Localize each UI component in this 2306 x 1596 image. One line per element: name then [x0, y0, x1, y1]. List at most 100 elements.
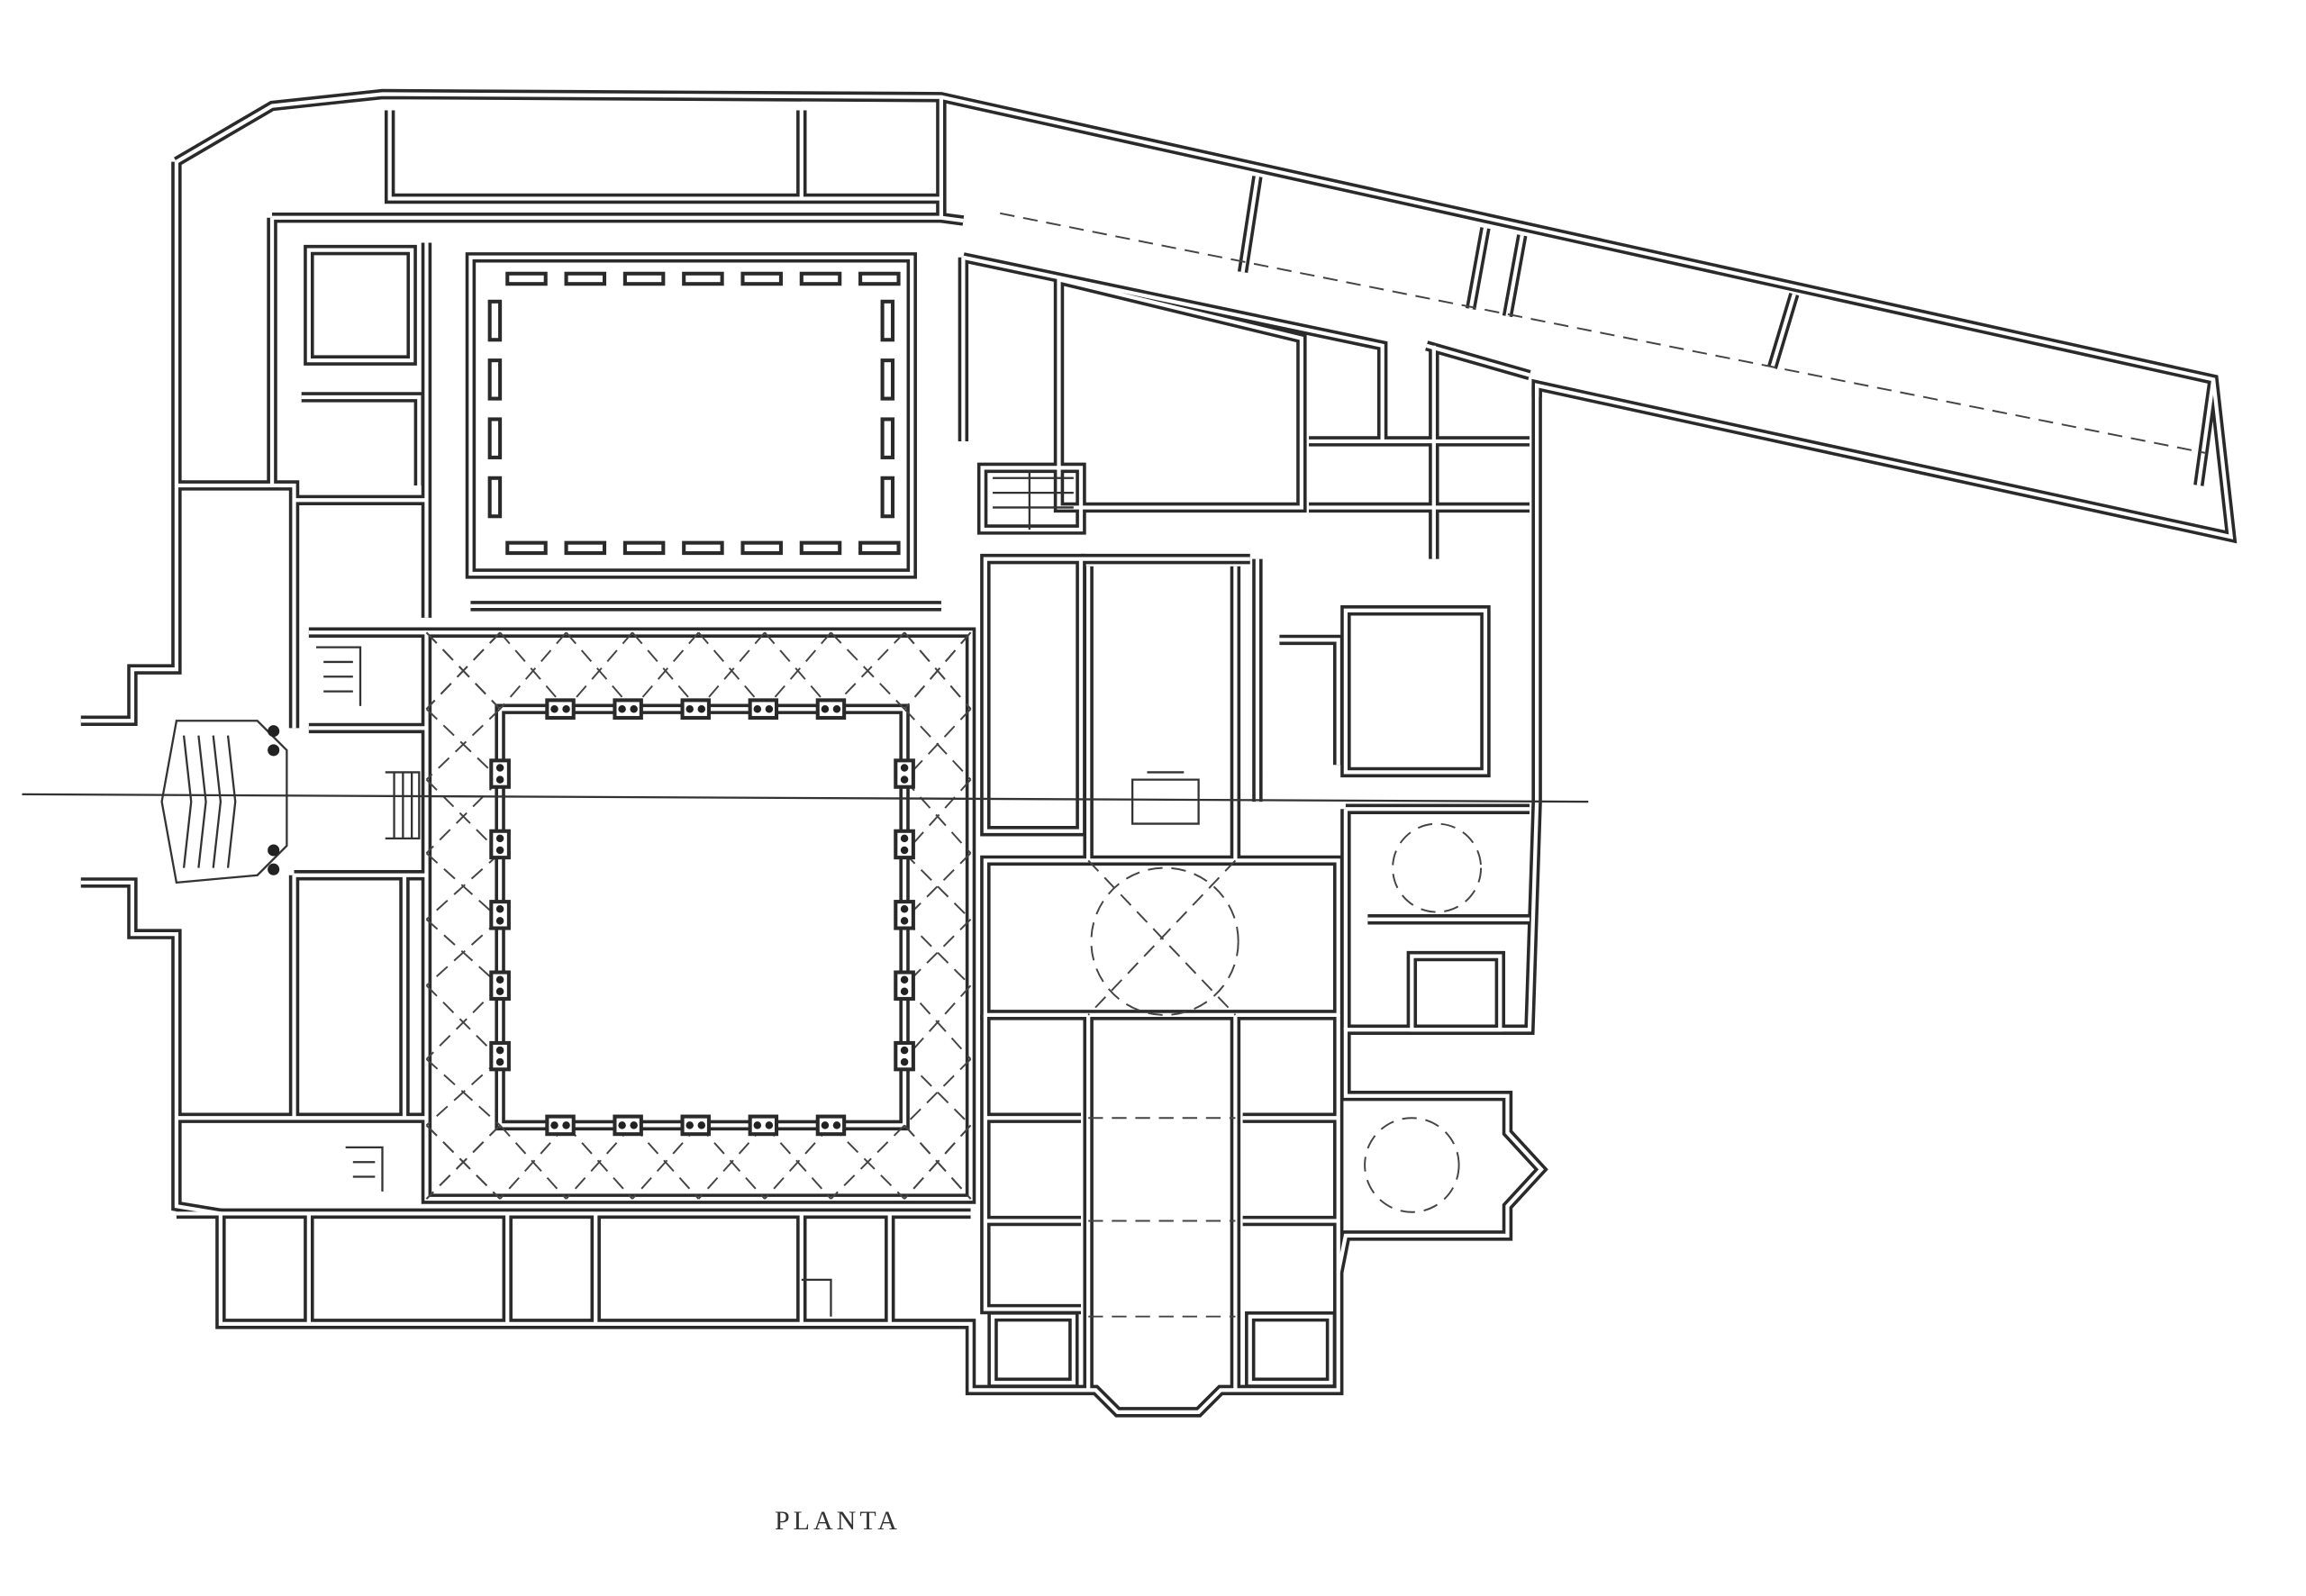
- column-pier: [680, 1114, 711, 1137]
- column: [685, 1121, 694, 1129]
- column: [900, 834, 909, 843]
- column: [495, 764, 504, 772]
- north-range-walls: [272, 96, 965, 226]
- column: [685, 704, 694, 713]
- column: [495, 846, 504, 855]
- courtyard-pier: [880, 476, 895, 519]
- column-pier: [894, 829, 915, 860]
- courtyard-pier: [858, 271, 901, 286]
- column: [495, 1046, 504, 1055]
- east-wing-walls: [961, 176, 2216, 510]
- courtyard-pier: [505, 271, 548, 286]
- church-nave: [1081, 553, 1250, 1391]
- column-pier: [489, 1040, 511, 1072]
- column-pier: [613, 698, 643, 721]
- column: [630, 704, 638, 713]
- vault-diagonal: [631, 631, 700, 1200]
- column: [765, 1121, 774, 1129]
- courtyard-pier: [858, 540, 901, 556]
- vault-diagonal: [764, 631, 832, 1200]
- courtyard-pier: [505, 540, 548, 556]
- column: [900, 1046, 909, 1055]
- column: [821, 704, 830, 713]
- column: [900, 987, 909, 996]
- vault-diagonal: [425, 778, 972, 854]
- column: [618, 704, 626, 713]
- column: [900, 917, 909, 925]
- column-pier: [815, 1114, 847, 1137]
- courtyard-pier: [880, 417, 895, 459]
- courtyard-pier: [682, 540, 724, 556]
- column: [550, 1121, 558, 1129]
- column-pier: [815, 698, 847, 721]
- column-pier: [894, 1040, 915, 1072]
- outer-wall: [80, 92, 2234, 1414]
- column: [697, 704, 706, 713]
- column-pier: [894, 970, 915, 1001]
- column: [550, 704, 558, 713]
- column-pier: [613, 1114, 643, 1137]
- column-pier: [748, 698, 779, 721]
- north-court-outer: [468, 255, 941, 608]
- east-chapel-dome: [1392, 822, 1483, 913]
- column: [495, 987, 504, 996]
- courtyard-pier: [487, 299, 503, 342]
- column-pier: [489, 970, 511, 1001]
- stair-south: [345, 1146, 832, 1317]
- plan-caption: PLANTA: [775, 1506, 901, 1536]
- vault-diagonal: [499, 631, 567, 1200]
- vault-diagonal: [425, 852, 972, 920]
- column-pier: [680, 698, 711, 721]
- column: [630, 1121, 638, 1129]
- courtyard-pier: [564, 271, 607, 286]
- vault-diagonal: [697, 631, 766, 1200]
- vault-diagonal: [425, 1058, 972, 1127]
- south-range-walls: [176, 1208, 971, 1324]
- stair-west: [316, 646, 362, 706]
- column-pier: [748, 1114, 779, 1137]
- side-chapels: [980, 553, 1344, 1388]
- column: [495, 905, 504, 913]
- vault-diagonal: [565, 631, 633, 1200]
- column: [900, 846, 909, 855]
- column-pier: [489, 900, 511, 930]
- vault-diagonal: [425, 631, 501, 1200]
- crossing-dome: [1090, 866, 1239, 1016]
- staircase-steps: [993, 470, 1074, 530]
- column-pier: [894, 900, 915, 930]
- column: [495, 834, 504, 843]
- church-vault-lines: [1087, 859, 1237, 1318]
- entrance-stairs: [160, 720, 421, 884]
- wall-hatch: [80, 92, 2234, 1414]
- courtyard-pier: [487, 417, 503, 459]
- column: [900, 1057, 909, 1066]
- column: [618, 1121, 626, 1129]
- column: [832, 1121, 841, 1129]
- west-rooms-walls: [176, 217, 432, 1123]
- courtyard-pier: [682, 271, 724, 286]
- side-chapels: [983, 557, 1340, 1385]
- column: [900, 764, 909, 772]
- cloister-inner-wall: [495, 703, 910, 1131]
- courtyard-pier: [740, 271, 783, 286]
- east-building-walls: [1255, 345, 1530, 1032]
- vault-diagonal: [830, 631, 905, 1200]
- south-range-walls: [176, 1211, 971, 1324]
- column: [495, 975, 504, 984]
- column: [900, 775, 909, 784]
- column: [753, 1121, 762, 1129]
- column: [753, 704, 762, 713]
- column: [562, 704, 570, 713]
- column: [765, 704, 774, 713]
- cloister-columns: [489, 698, 915, 1137]
- vault-diagonal: [425, 631, 972, 710]
- courtyard-pier: [740, 540, 783, 556]
- courtyard-pier: [487, 476, 503, 519]
- west-rooms-walls: [176, 217, 429, 1120]
- north-range-walls: [272, 96, 964, 223]
- vault-diagonal: [425, 1124, 972, 1200]
- courtyard-pier: [799, 271, 842, 286]
- church-nave: [1081, 557, 1250, 1391]
- column: [495, 917, 504, 925]
